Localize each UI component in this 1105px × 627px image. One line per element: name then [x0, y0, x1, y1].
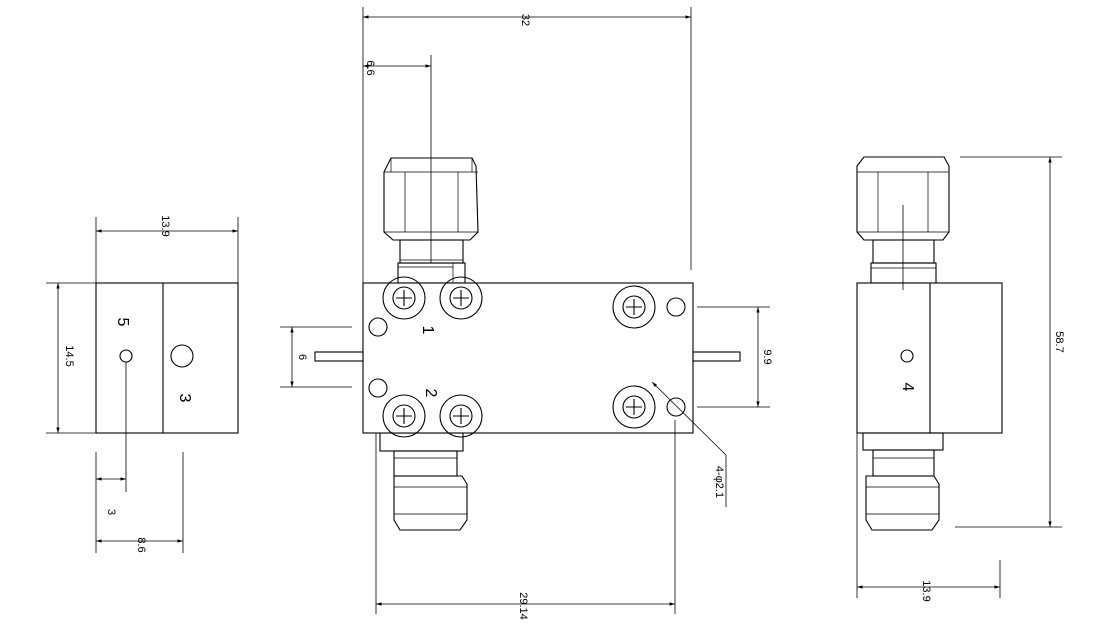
right-bottom-connector-sleeve: [872, 449, 935, 477]
hole-spec-leader: [651, 381, 727, 456]
screw-top-left-1: [382, 276, 426, 320]
mounting-hole-top-right: [666, 297, 686, 317]
right-height-dim-text: 58.7: [1053, 331, 1065, 352]
bottom-connector-sleeve: [393, 450, 458, 477]
top-width-dim-text: 32: [519, 14, 531, 26]
left-view-large-hole: [170, 344, 194, 368]
bottom-sma-connector: [379, 432, 468, 531]
right-pin: [692, 351, 741, 362]
bottom-width-dim-text: 29.14: [517, 592, 529, 620]
top-connector-flange: [397, 262, 466, 284]
port-1-label: 1: [419, 326, 436, 335]
mounting-hole-bottom-right: [666, 397, 686, 417]
right-top-connector-sleeve: [872, 239, 935, 264]
bottom-connector-body: [393, 475, 468, 531]
port-2-label: 2: [422, 389, 439, 398]
center-top-view: 1 2 32 6.6 6 9.9 4-φ2.1 29.14: [280, 7, 773, 620]
left-view-body: [95, 282, 239, 434]
left-hole-offset-text: 3: [105, 509, 117, 515]
port-4-label: 4: [899, 383, 916, 392]
top-connector-hex-nut: [383, 157, 479, 241]
right-bottom-connector-flange: [862, 432, 944, 451]
left-height-dim-text: 14.5: [63, 345, 75, 366]
mounting-hole-bottom-left: [368, 378, 388, 398]
mounting-hole-top-left: [368, 317, 388, 337]
right-bottom-connector-body: [865, 475, 940, 531]
bottom-connector-flange: [379, 432, 464, 452]
right-pin-dim-text: 9.9: [761, 349, 773, 364]
right-top-connector-flange: [870, 262, 937, 284]
left-side-view: 5 3 13.9 14.5 3 8.6: [46, 215, 239, 553]
screw-bottom-left-1: [382, 394, 426, 438]
right-width-dim-text: 13.9: [920, 580, 932, 601]
left-pin: [314, 351, 364, 362]
right-side-view: 4 58.7 13.9: [856, 156, 1065, 602]
right-top-connector-nut: [856, 156, 950, 241]
port-5-label: 5: [114, 318, 131, 327]
screw-bottom-left-2: [439, 394, 483, 438]
screw-top-left-2: [439, 276, 483, 320]
port-3-label: 3: [176, 394, 193, 403]
screw-top-right: [612, 285, 656, 329]
center-view-body: [362, 282, 694, 434]
connector-offset-dim-text: 6.6: [364, 60, 376, 75]
left-divider-offset-text: 8.6: [135, 537, 147, 552]
left-width-dim-text: 13.9: [159, 215, 171, 236]
hole-spec-text: 4-φ2.1: [713, 466, 725, 498]
right-view-hole: [900, 349, 914, 363]
pin-dim-text: 6: [296, 354, 308, 360]
top-connector-sleeve: [399, 239, 464, 264]
screw-bottom-right: [612, 385, 656, 429]
top-sma-connector: [383, 157, 479, 284]
